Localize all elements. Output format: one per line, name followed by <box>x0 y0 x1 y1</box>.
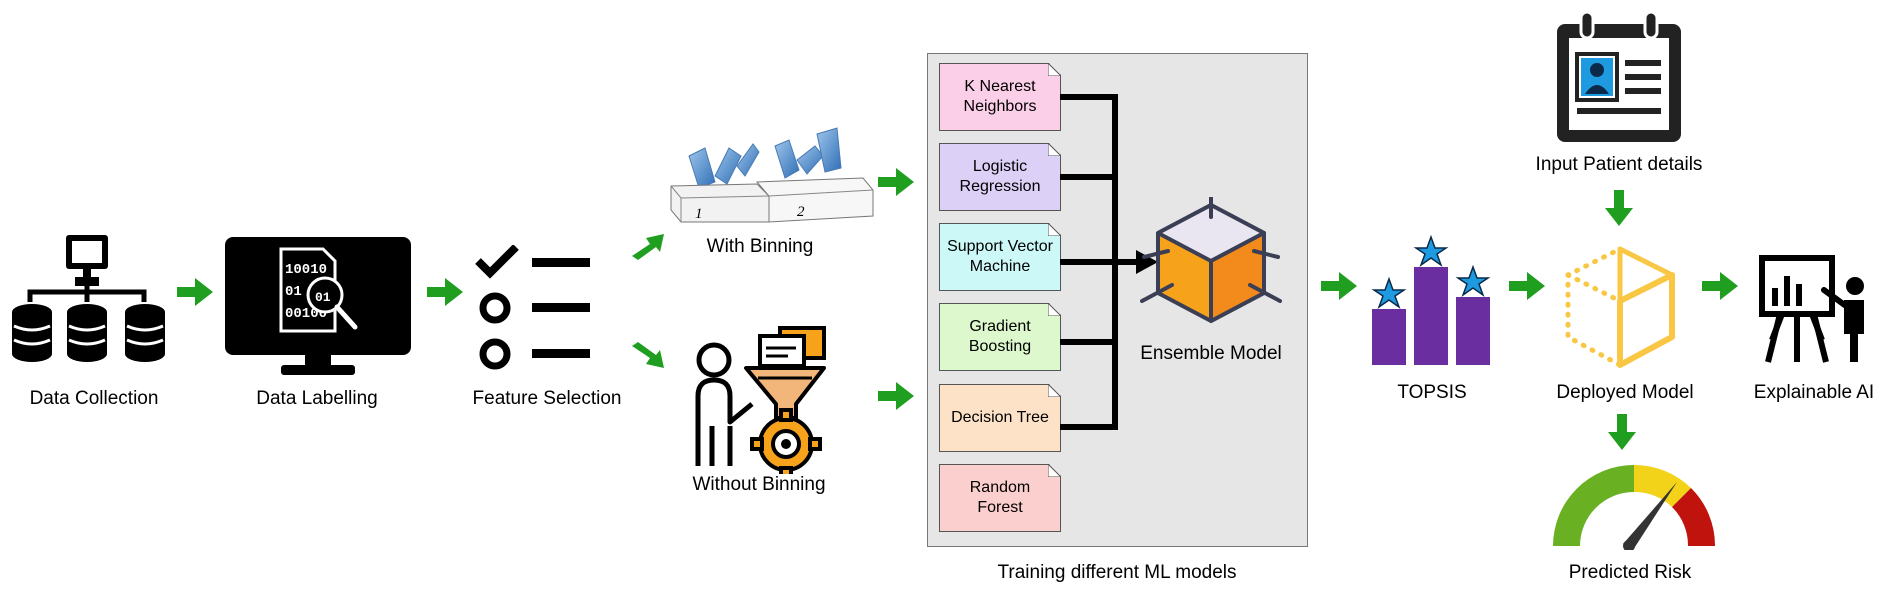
dotted-cube-icon <box>1565 246 1675 368</box>
model-note-knn: K Nearest Neighbors <box>939 63 1061 131</box>
label-training-caption: Training different ML models <box>997 562 1237 583</box>
monitor-binary-search-icon: 10010 01 00100 01 <box>225 237 411 375</box>
model-note-logistic-regression: Logistic Regression <box>939 143 1061 211</box>
bar-stars-icon <box>1371 234 1491 365</box>
model-label: Gradient Boosting <box>968 318 1032 355</box>
svg-text:01: 01 <box>285 284 302 300</box>
model-note-svm: Support Vector Machine <box>939 223 1061 291</box>
label-without-binning: Without Binning <box>692 474 826 495</box>
presenter-icon <box>1759 255 1864 363</box>
svg-text:1: 1 <box>695 206 703 222</box>
arrow-down-icon <box>1608 414 1636 450</box>
model-note-decision-tree: Decision Tree <box>939 384 1061 452</box>
arrow-icon <box>1321 272 1357 300</box>
cube-icon <box>1140 197 1282 323</box>
label-feature-selection: Feature Selection <box>472 388 622 409</box>
arrow-icon <box>1702 272 1738 300</box>
gauge-icon <box>1553 464 1716 550</box>
label-input-patient-details: Input Patient details <box>1535 154 1703 175</box>
arrow-down-icon <box>1605 190 1633 226</box>
svg-text:2: 2 <box>797 204 805 220</box>
label-topsis: TOPSIS <box>1397 382 1467 403</box>
model-label: Support Vector Machine <box>947 238 1053 275</box>
label-data-collection: Data Collection <box>29 388 159 409</box>
ensemble-connector <box>1060 94 1158 430</box>
bins-icon: 1 2 <box>670 127 874 223</box>
label-predicted-risk: Predicted Risk <box>1568 562 1692 583</box>
arrow-icon <box>878 382 914 410</box>
arrow-icon <box>878 168 914 196</box>
model-label: Random Forest <box>969 479 1031 516</box>
model-label: Logistic Regression <box>959 158 1041 195</box>
arrow-icon <box>1509 272 1545 300</box>
training-panel: K Nearest Neighbors Logistic Regression … <box>927 53 1308 547</box>
svg-text:01: 01 <box>315 290 331 305</box>
svg-text:10010: 10010 <box>285 262 327 278</box>
arrow-down-right-icon <box>632 342 664 368</box>
arrow-up-right-icon <box>632 234 664 260</box>
label-with-binning: With Binning <box>706 236 814 257</box>
model-note-random-forest: Random Forest <box>939 464 1061 532</box>
model-label: Decision Tree <box>951 409 1049 426</box>
model-note-gradient-boosting: Gradient Boosting <box>939 303 1061 371</box>
network-database-icon <box>12 235 165 362</box>
label-explainable-ai: Explainable AI <box>1753 382 1875 403</box>
arrow-icon <box>177 278 213 306</box>
patient-card-icon <box>1557 10 1681 142</box>
person-funnel-gear-icon <box>695 326 826 474</box>
label-data-labelling: Data Labelling <box>256 388 378 409</box>
checklist-icon <box>475 245 590 370</box>
arrow-icon <box>427 278 463 306</box>
label-deployed-model: Deployed Model <box>1556 382 1694 403</box>
model-label: K Nearest Neighbors <box>963 78 1037 115</box>
label-ensemble-model: Ensemble Model <box>1140 343 1282 364</box>
